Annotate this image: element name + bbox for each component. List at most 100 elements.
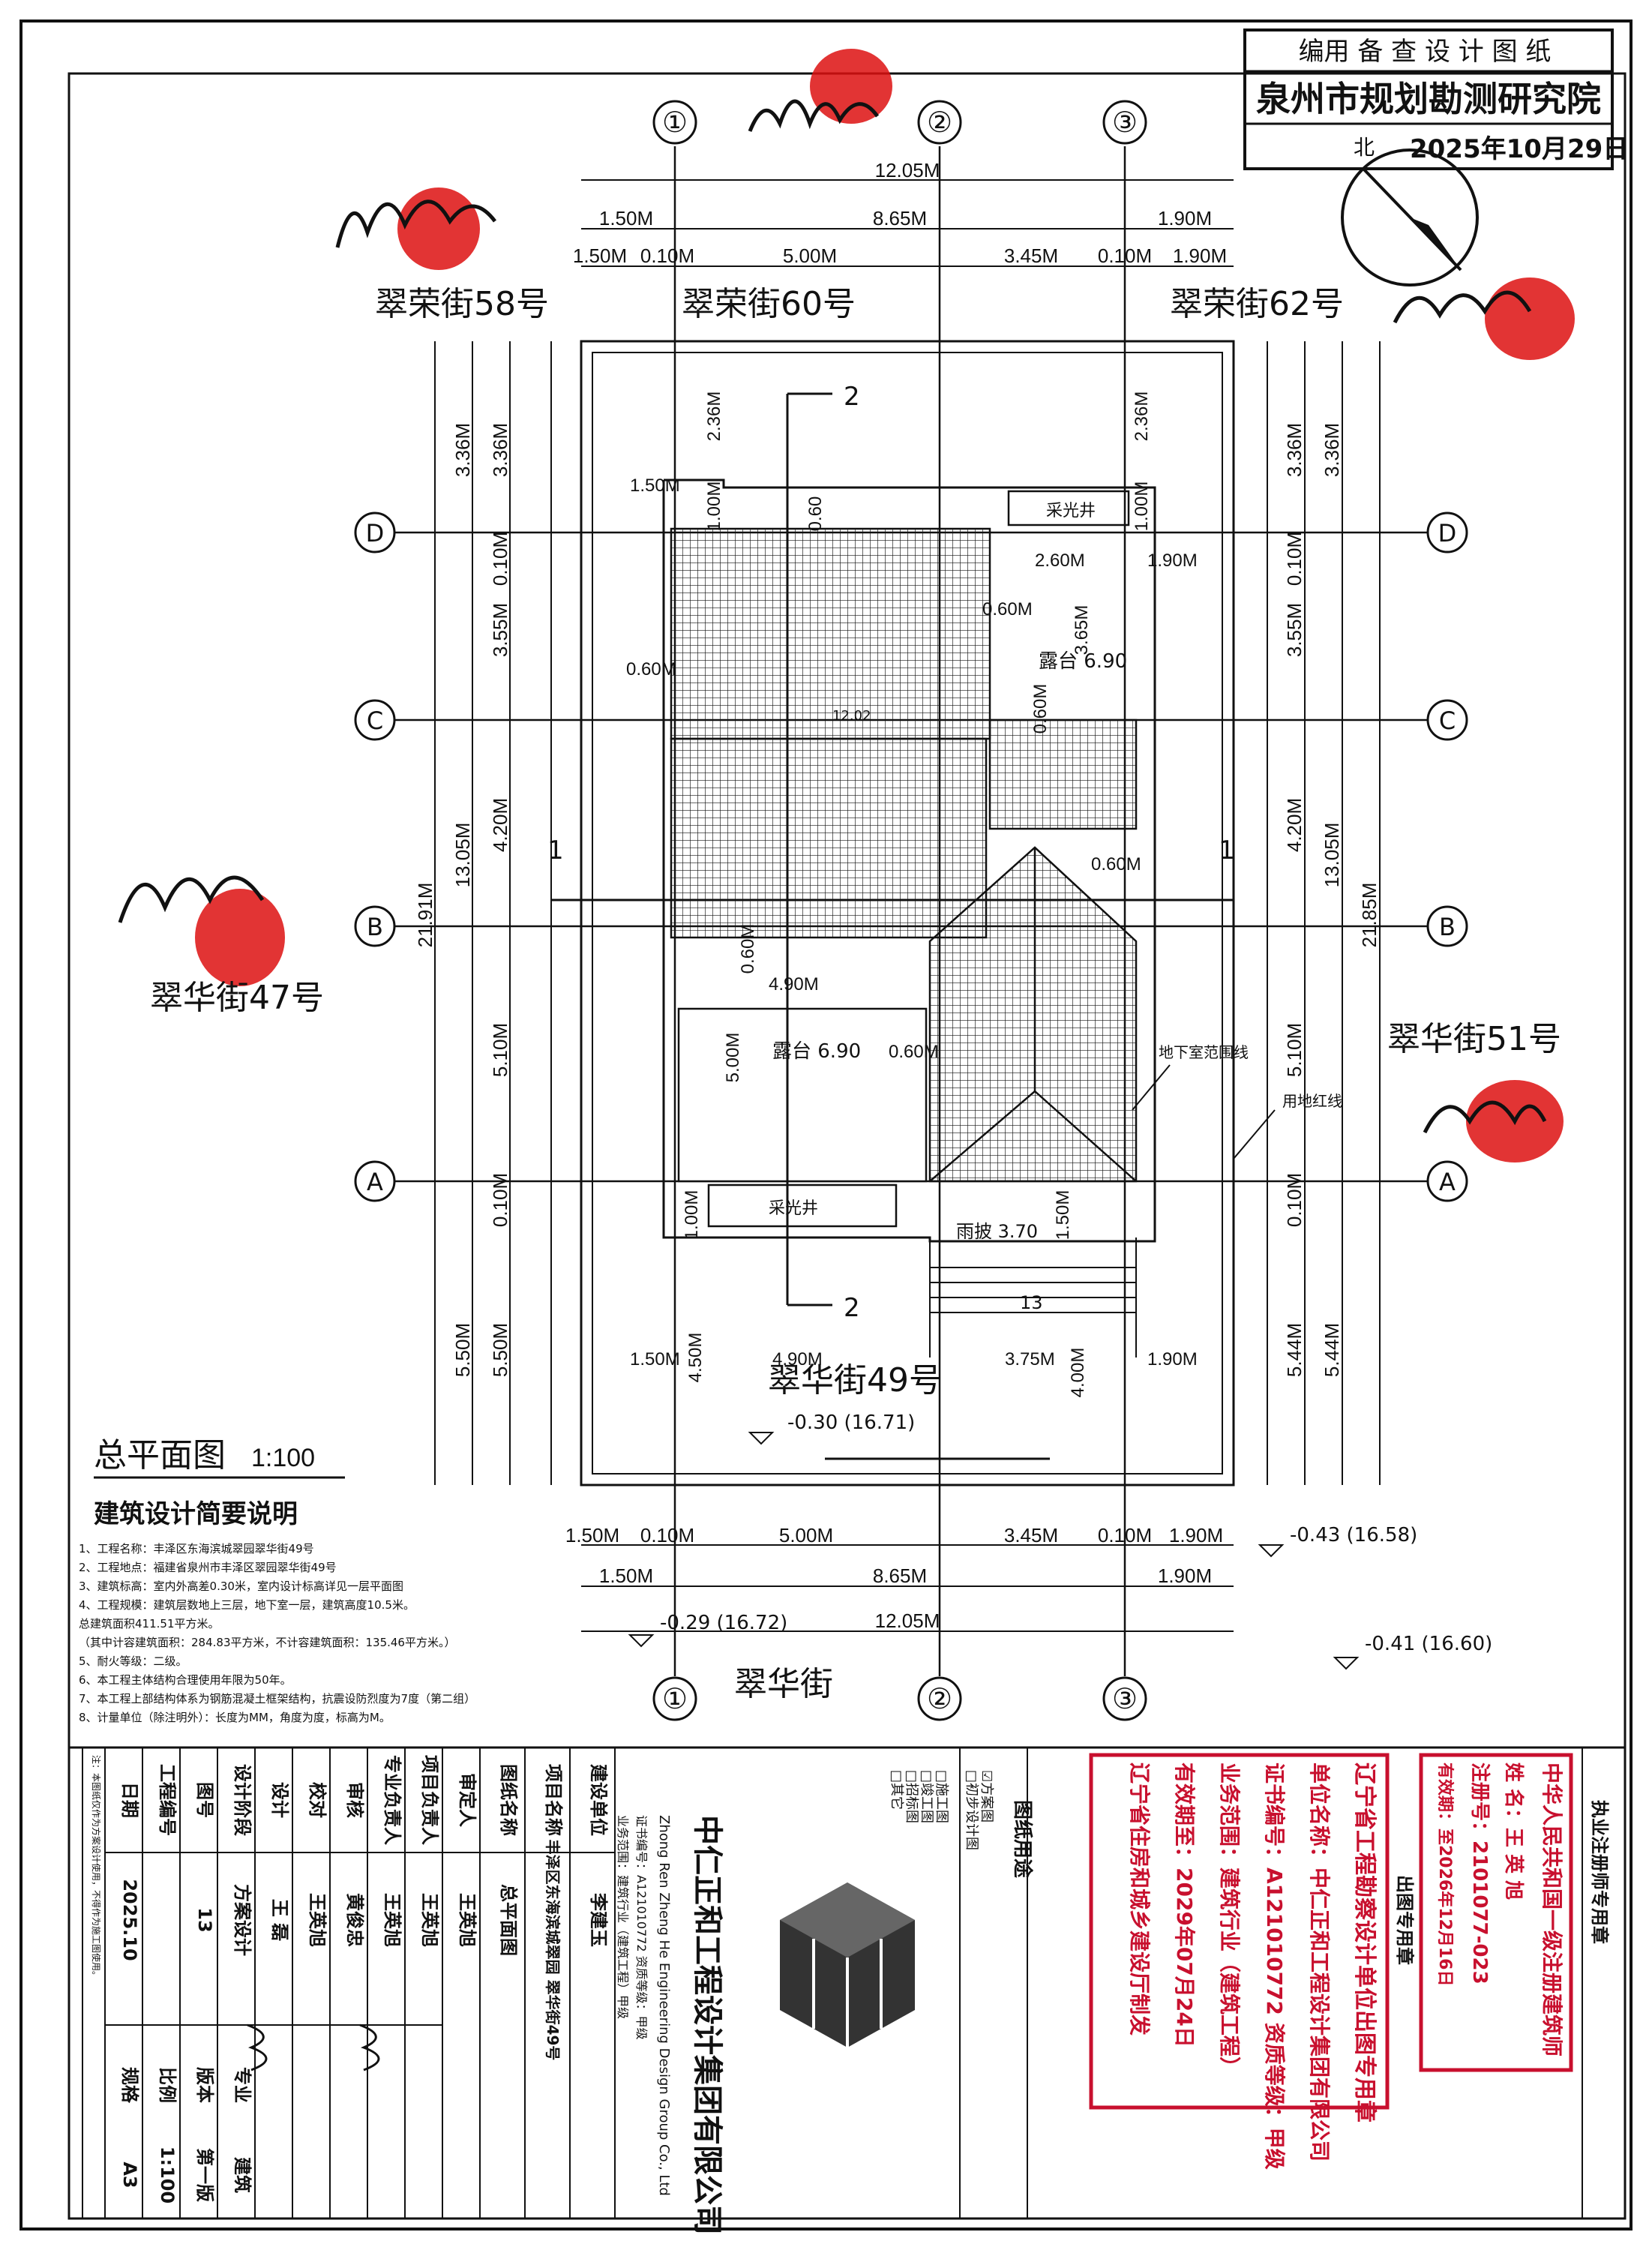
- svg-text:3.36M: 3.36M: [1283, 423, 1306, 477]
- svg-text:3.36M: 3.36M: [451, 423, 474, 477]
- svg-text:3.65M: 3.65M: [1072, 605, 1092, 656]
- svg-text:日期: 日期: [119, 1782, 140, 1818]
- north-arrow-icon: [1341, 148, 1479, 286]
- axis-row-a-left: A: [354, 1160, 396, 1202]
- svg-text:13: 13: [194, 1907, 215, 1932]
- svg-text:③: ③: [1112, 1682, 1138, 1715]
- usage-section: 图纸用途 ☑方案图 □初步设计图 □施工图 □竣工图 □招标图 □其它 出图专用…: [889, 1748, 1415, 2218]
- svg-text:4、工程规模：建筑层数地上三层，地下室一层，建筑高度10.5: 4、工程规模：建筑层数地上三层，地下室一层，建筑高度10.5米。: [79, 1598, 415, 1612]
- dim-top-c: 1.90M: [1158, 207, 1212, 230]
- svg-text:方案设计: 方案设计: [232, 1884, 253, 1956]
- site-boundary: [580, 340, 1235, 1486]
- dim-top2-f: 1.90M: [1173, 244, 1227, 267]
- svg-text:1、工程名称：丰泽区东海滨城翠园翠华街49号: 1、工程名称：丰泽区东海滨城翠园翠华街49号: [79, 1542, 314, 1556]
- svg-text:辽宁省工程勘察设计单位出图专用章: 辽宁省工程勘察设计单位出图专用章: [1351, 1762, 1378, 2122]
- company-block: 中仁正和工程设计集团有限公司 Zhong Ren Zheng He Engine…: [616, 1815, 915, 2235]
- svg-text:0.60M: 0.60M: [1030, 684, 1051, 734]
- dim-bot2-c: 1.90M: [1158, 1564, 1212, 1587]
- svg-text:2、工程地点：福建省泉州市丰泽区翠园翠华街49号: 2、工程地点：福建省泉州市丰泽区翠园翠华街49号: [79, 1561, 337, 1574]
- svg-text:建筑设计简要说明: 建筑设计简要说明: [94, 1499, 298, 1529]
- dim-bot-total: 12.05M: [875, 1610, 940, 1632]
- svg-text:□初步设计图: □初步设计图: [964, 1770, 979, 1850]
- svg-text:2.60M: 2.60M: [1035, 550, 1085, 571]
- building-outline: [662, 478, 1156, 1243]
- svg-text:5.44M: 5.44M: [1321, 1323, 1343, 1377]
- svg-text:专业: 专业: [232, 2067, 253, 2103]
- section-lines: [551, 392, 1234, 1306]
- svg-text:0.60: 0.60: [805, 496, 826, 532]
- svg-text:1.50M: 1.50M: [630, 476, 680, 496]
- dim-top2-b: 0.10M: [640, 244, 694, 267]
- signature-designer: [247, 2024, 268, 2072]
- section-1-left: 1: [547, 836, 564, 866]
- svg-text:2025.10: 2025.10: [119, 1879, 140, 1960]
- svg-text:B: B: [367, 913, 383, 941]
- svg-text:执业注册师专用章: 执业注册师专用章: [1589, 1800, 1610, 1944]
- side-note: 注：本图纸仅作为方案设计使用，不得作为施工图使用。: [91, 1755, 102, 1980]
- svg-text:5.44M: 5.44M: [1283, 1323, 1306, 1377]
- signature-3: [1393, 278, 1575, 360]
- dim-top2-c: 5.00M: [783, 244, 837, 267]
- svg-text:6、本工程主体结构合理使用年限为50年。: 6、本工程主体结构合理使用年限为50年。: [79, 1673, 292, 1687]
- axis-col-3-bottom: ③: [1102, 1676, 1147, 1721]
- svg-text:13.05M: 13.05M: [1321, 823, 1343, 888]
- svg-text:0.10M: 0.10M: [489, 532, 511, 586]
- terrace-bottom-label: 露台 6.90: [772, 1040, 861, 1063]
- street-top-right: 翠荣街62号: [1170, 285, 1344, 323]
- street-top-left: 翠荣街58号: [375, 285, 549, 323]
- svg-text:1:100: 1:100: [157, 2146, 178, 2204]
- street-bottom: 翠华街: [734, 1665, 833, 1703]
- axis-col-3-top: ③: [1102, 100, 1147, 145]
- svg-text:0.10M: 0.10M: [489, 1173, 511, 1227]
- axis-col-2-bottom: ②: [917, 1676, 962, 1721]
- street-right: 翠华街51号: [1387, 1020, 1561, 1058]
- architect-stamp: 执业注册师专用章 中华人民共和国一级注册建筑师 姓 名：王 英 旭 注册号：21…: [1419, 1748, 1610, 2218]
- axis-col-1-bottom: ①: [652, 1676, 697, 1721]
- svg-text:3.36M: 3.36M: [489, 423, 511, 477]
- svg-text:注册号：2101077-023: 注册号：2101077-023: [1468, 1762, 1492, 1984]
- svg-text:③: ③: [1112, 106, 1138, 139]
- dim-top2-a: 1.50M: [573, 244, 627, 267]
- svg-text:采光井: 采光井: [769, 1199, 818, 1218]
- svg-text:□施工图: □施工图: [934, 1770, 949, 1823]
- svg-text:B: B: [1439, 913, 1456, 941]
- svg-text:5.50M: 5.50M: [489, 1323, 511, 1377]
- axis-row-d-left: D: [354, 512, 396, 554]
- svg-text:1.00M: 1.00M: [1132, 482, 1152, 532]
- svg-text:0.10M: 0.10M: [1283, 1173, 1306, 1227]
- svg-text:设计: 设计: [269, 1782, 290, 1818]
- right-dimension-lines: [1267, 341, 1381, 1485]
- svg-text:0.60M: 0.60M: [738, 924, 758, 974]
- section-2-top: 2: [844, 382, 860, 412]
- svg-text:4.20M: 4.20M: [489, 798, 511, 852]
- svg-text:5.50M: 5.50M: [451, 1323, 474, 1377]
- svg-text:3.55M: 3.55M: [1283, 603, 1306, 657]
- svg-text:1.90M: 1.90M: [1147, 550, 1198, 571]
- axis-row-b-left: B: [354, 905, 396, 947]
- svg-text:王英旭: 王英旭: [382, 1893, 403, 1947]
- svg-text:4.00M: 4.00M: [1068, 1348, 1088, 1398]
- dim-top-total: 12.05M: [875, 159, 940, 182]
- basement-line-label: 地下室范围线: [1159, 1043, 1249, 1061]
- svg-text:业务范围：建筑行业（建筑工程）甲级: 业务范围：建筑行业（建筑工程）甲级: [616, 1815, 630, 2019]
- svg-text:项目名称: 项目名称: [543, 1764, 564, 1836]
- svg-text:校对: 校对: [307, 1782, 328, 1818]
- svg-text:第一版: 第一版: [194, 2148, 215, 2202]
- svg-text:-0.43 (16.58): -0.43 (16.58): [1290, 1524, 1417, 1546]
- svg-text:王英旭: 王英旭: [419, 1893, 440, 1947]
- svg-text:审定人: 审定人: [457, 1773, 478, 1827]
- svg-text:总平面图: 总平面图: [94, 1436, 226, 1474]
- svg-text:4.50M: 4.50M: [685, 1333, 706, 1383]
- svg-text:辽宁省住房和城乡建设厅制发: 辽宁省住房和城乡建设厅制发: [1127, 1762, 1152, 2036]
- sheet-border: [19, 20, 1633, 2230]
- axis-row-c-right: C: [1426, 699, 1468, 741]
- svg-text:项目负责人: 项目负责人: [419, 1755, 440, 1845]
- design-notes: 建筑设计简要说明 1、工程名称：丰泽区东海滨城翠园翠华街49号 2、工程地点：福…: [79, 1499, 475, 1724]
- axis-row-b-right: B: [1426, 905, 1468, 947]
- left-dimension-texts: 3.36M 0.10M 3.55M 4.20M 5.10M 0.10M 5.50…: [414, 423, 511, 1377]
- svg-text:王英旭: 王英旭: [307, 1893, 328, 1947]
- svg-text:4.20M: 4.20M: [1283, 798, 1306, 852]
- svg-text:单位名称：中仁正和工程设计集团有限公司: 单位名称：中仁正和工程设计集团有限公司: [1307, 1762, 1332, 2162]
- svg-text:李建玉: 李建玉: [588, 1893, 609, 1947]
- roof-mark: 12.02: [832, 708, 871, 724]
